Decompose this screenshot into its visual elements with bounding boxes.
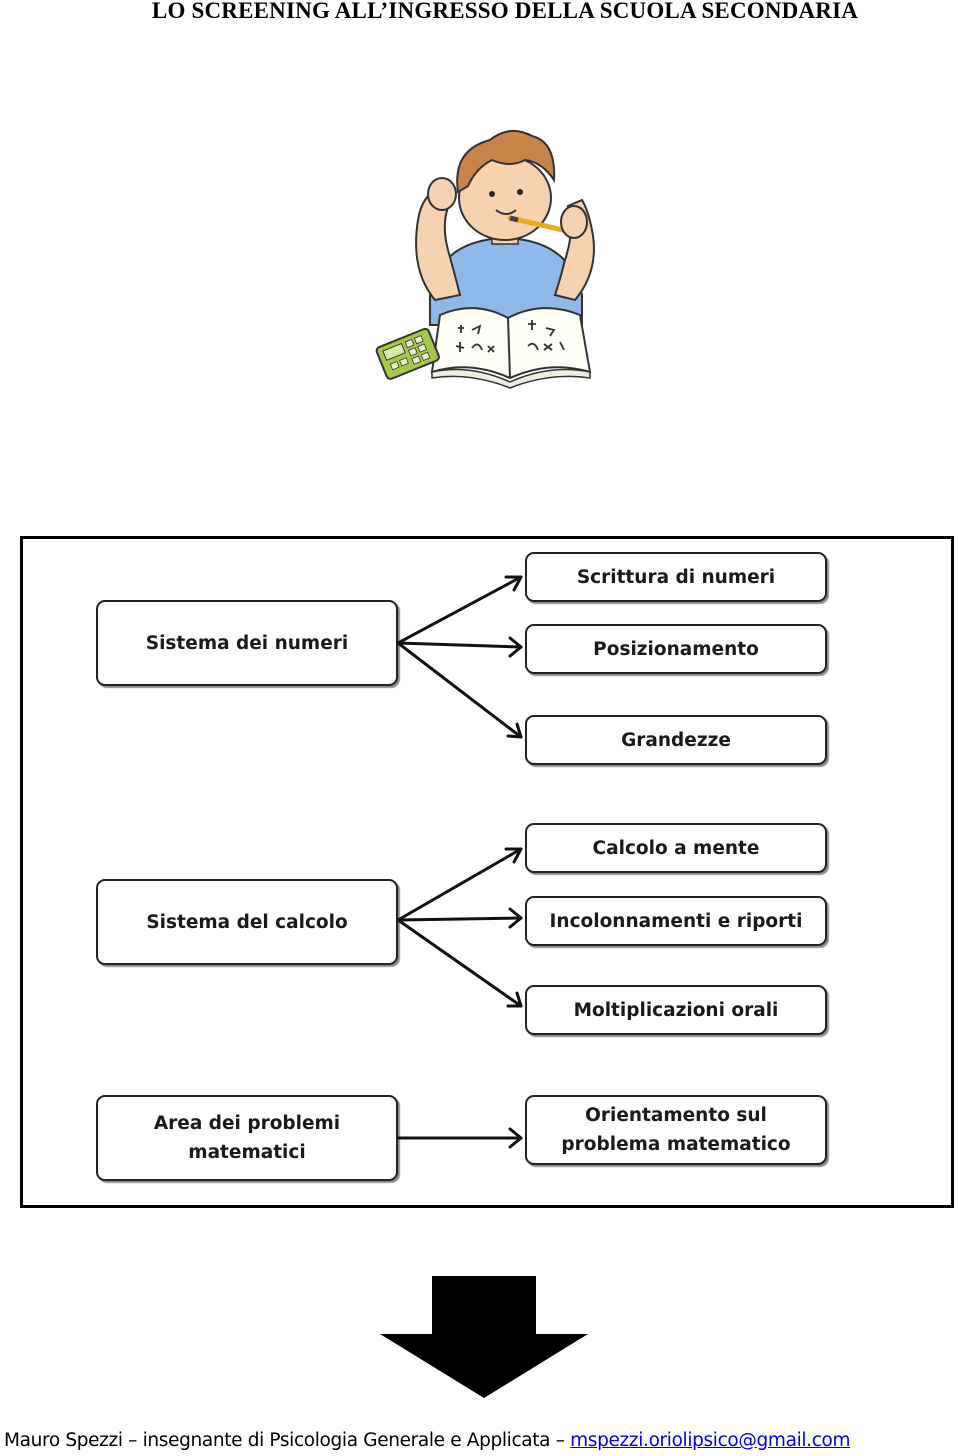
footer-credit: Mauro Spezzi – insegnante di Psicologia … <box>4 1430 571 1451</box>
student-studying-illustration <box>375 129 595 389</box>
node-calcolo-a-mente: Calcolo a mente <box>525 823 827 873</box>
diagram-frame <box>20 536 954 1208</box>
node-posizionamento: Posizionamento <box>525 624 827 674</box>
footer-email-link[interactable]: mspezzi.oriolipsico@gmail.com <box>570 1430 851 1451</box>
down-arrow-icon <box>380 1276 588 1398</box>
node-sistema-del-calcolo: Sistema del calcolo <box>96 879 398 965</box>
node-moltiplicazioni-orali: Moltiplicazioni orali <box>525 985 827 1035</box>
footer: Mauro Spezzi – insegnante di Psicologia … <box>4 1428 851 1454</box>
node-orientamento-sul-problema: Orientamento sul problema matematico <box>525 1095 827 1165</box>
node-grandezze: Grandezze <box>525 715 827 765</box>
node-area-dei-problemi: Area dei problemi matematici <box>96 1095 398 1181</box>
node-sistema-dei-numeri: Sistema dei numeri <box>96 600 398 686</box>
page-title: LO SCREENING ALL’INGRESSO DELLA SCUOLA S… <box>151 0 859 23</box>
node-scrittura-di-numeri: Scrittura di numeri <box>525 552 827 602</box>
node-incolonnamenti-e-riporti: Incolonnamenti e riporti <box>525 896 827 946</box>
